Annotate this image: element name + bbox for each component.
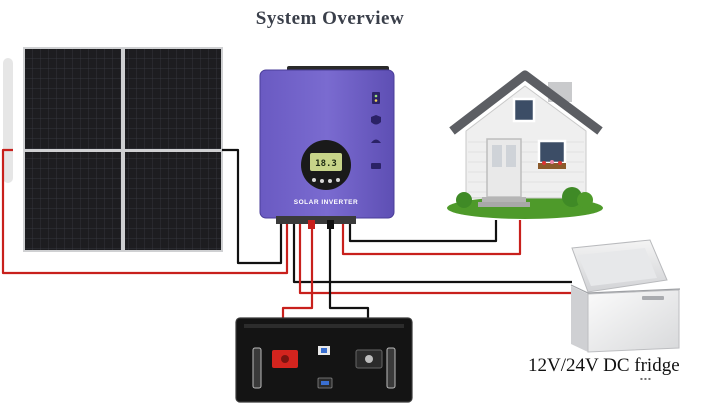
watermark-mark: ▪ ▪ ▪	[640, 376, 651, 381]
battery-handle-right	[386, 347, 396, 389]
inverter-button-1	[312, 178, 316, 182]
flower-box	[538, 163, 566, 169]
house	[447, 70, 603, 219]
battery-positive-terminal	[308, 220, 315, 229]
fridge-positive-wire	[298, 220, 572, 295]
fridge-label: 12V/24V DC fridge	[528, 355, 680, 376]
bush-left	[456, 192, 472, 208]
lithium-battery	[235, 317, 413, 403]
indicator-panel	[372, 92, 380, 104]
panel-negative-wire	[222, 148, 283, 265]
cloud-icon	[371, 139, 381, 143]
battery-negative-terminal	[327, 220, 334, 229]
house-neutral-wire	[348, 220, 498, 243]
front-step	[482, 197, 526, 202]
lcd-screen	[310, 153, 342, 171]
solar-panel-1	[25, 49, 121, 149]
lcd-reading: 18.3	[315, 159, 337, 169]
house-roof	[449, 70, 603, 135]
battery-status-icon	[371, 163, 381, 169]
freezer-handle	[642, 296, 664, 300]
dc-freezer	[570, 239, 681, 353]
inverter-button-2	[320, 179, 324, 183]
bush-right	[562, 187, 582, 207]
house-live-wire	[341, 220, 522, 256]
inverter-button-3	[328, 179, 332, 183]
solar-panel-array	[23, 47, 223, 252]
battery-handle-left	[252, 347, 262, 389]
solar-inverter: 18.3 SOLAR INVERTER	[259, 66, 395, 229]
side-window	[537, 139, 567, 165]
inverter-label: SOLAR INVERTER	[294, 199, 358, 206]
panel-positive-wire	[1, 148, 289, 275]
inverter-terminal-block	[276, 216, 356, 224]
solar-panel-4	[125, 152, 221, 250]
inverter-button-4	[336, 178, 340, 182]
freezer-body	[587, 289, 680, 353]
attic-window	[512, 97, 536, 123]
side-bracket	[3, 58, 13, 183]
shield-icon	[371, 115, 381, 125]
diagram-title: System Overview	[255, 8, 405, 29]
solar-panel-2	[125, 49, 221, 149]
fridge-negative-wire	[292, 220, 572, 284]
solar-panel-3	[25, 152, 121, 250]
